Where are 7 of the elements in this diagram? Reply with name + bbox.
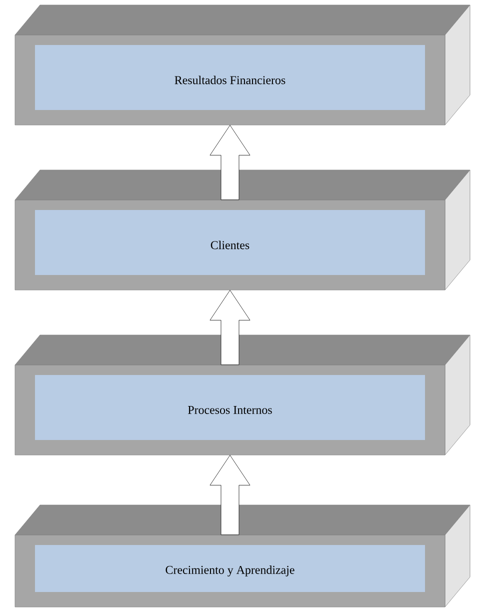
block-arrow xyxy=(210,455,250,535)
block: Clientes xyxy=(14,170,470,290)
block: Resultados Financieros xyxy=(14,4,470,126)
block: Crecimiento y Aprendizaje xyxy=(14,504,470,608)
block: Procesos Internos xyxy=(14,334,470,456)
block-arrow xyxy=(210,125,250,200)
block-arrow xyxy=(210,290,250,365)
